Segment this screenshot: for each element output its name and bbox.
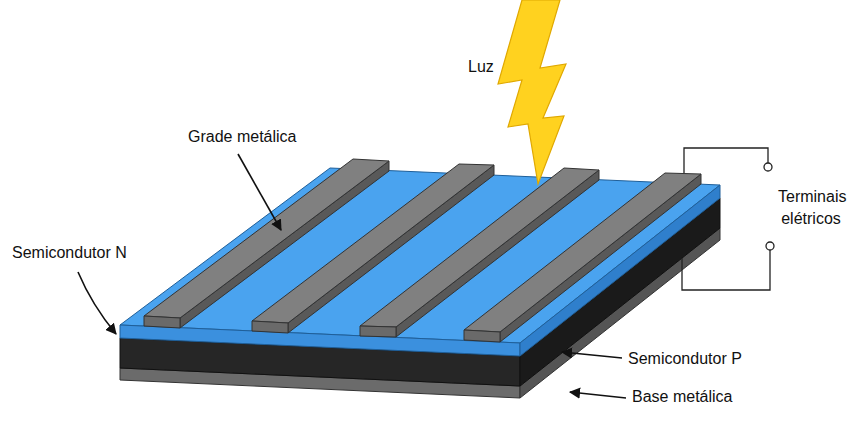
- p-layer-label: Semicondutor P: [628, 348, 742, 370]
- n-layer-label: Semicondutor N: [12, 242, 127, 264]
- terminal-label: Terminais elétricos: [778, 186, 844, 229]
- light-label: Luz: [468, 56, 494, 78]
- base-label: Base metálica: [632, 386, 733, 408]
- grid-label: Grade metálica: [188, 126, 297, 148]
